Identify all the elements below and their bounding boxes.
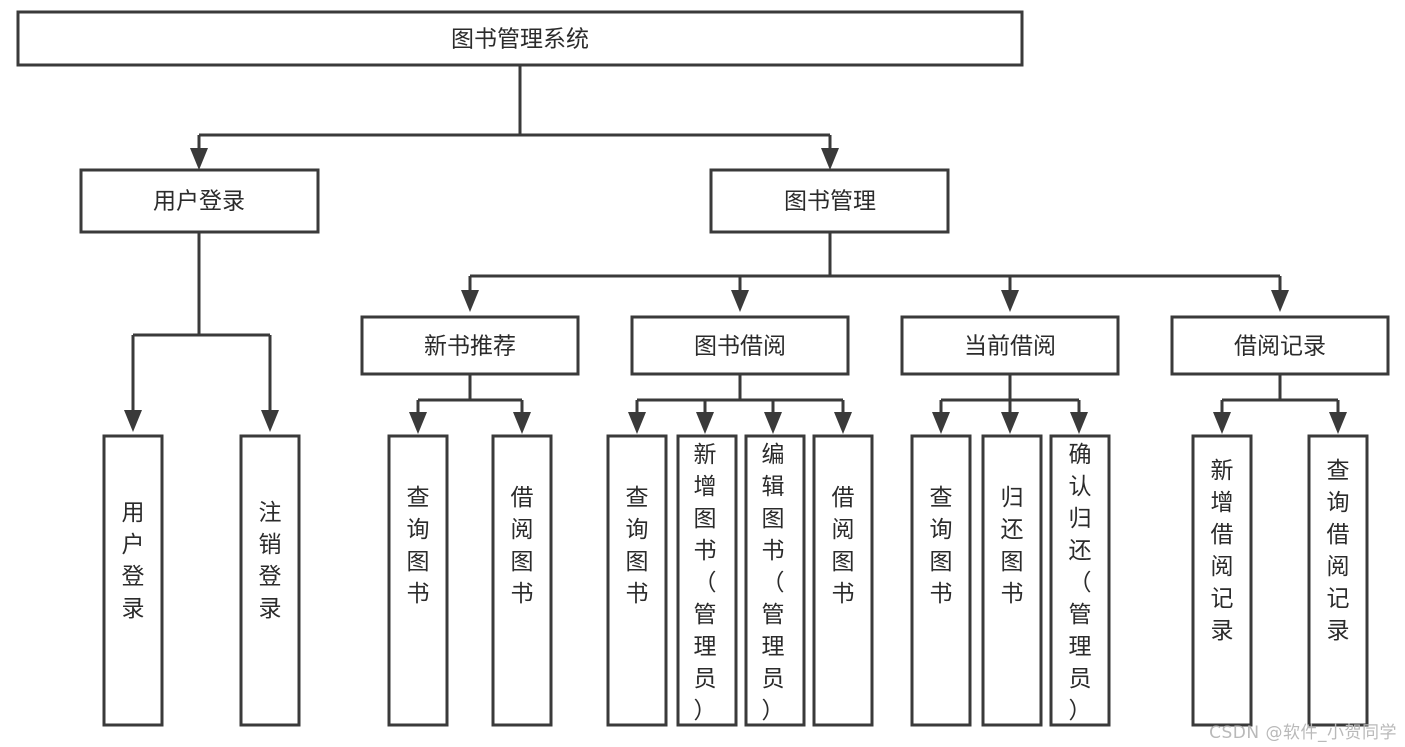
node-book-borrow[interactable]: 图书借阅 [630, 315, 850, 376]
leaf-bookborrow-query[interactable]: 查询图书 [606, 434, 668, 727]
leaf-bookborrow-add[interactable]: 新增图书（管理员） [676, 434, 738, 727]
leaf-borrowrecord-query[interactable]: 查询借阅记录 [1307, 434, 1369, 727]
leaf-currentborrow-return-label: 归还图书 [1001, 485, 1024, 607]
leaf-newbook-query-label: 查询图书 [407, 485, 430, 607]
node-book-management[interactable]: 图书管理 [709, 168, 950, 234]
leaf-bookborrow-borrow[interactable]: 借阅图书 [812, 434, 874, 727]
node-root-label: 图书管理系统 [451, 27, 589, 53]
leaf-borrowrecord-query-label: 查询借阅记录 [1327, 458, 1350, 644]
node-book-management-label: 图书管理 [784, 189, 876, 215]
node-user-login-label: 用户登录 [153, 189, 245, 215]
leaf-user-login-login[interactable]: 用户登录 [102, 434, 164, 727]
leaf-newbook-borrow[interactable]: 借阅图书 [491, 434, 553, 727]
leaf-borrowrecord-add[interactable]: 新增借阅记录 [1191, 434, 1253, 727]
leaf-currentborrow-confirm-label: 确认归还（管理员） [1069, 442, 1092, 724]
connector-currentborrow-to-leaves [932, 374, 1088, 434]
connector-bookmgmt-to-level3 [461, 232, 1289, 312]
leaf-bookborrow-edit-label: 编辑图书（管理员） [762, 442, 785, 724]
node-borrow-record[interactable]: 借阅记录 [1170, 315, 1390, 376]
node-user-login[interactable]: 用户登录 [79, 168, 320, 234]
leaf-bookborrow-query-label: 查询图书 [626, 485, 649, 607]
connector-userlogin-to-leaves [124, 232, 279, 432]
connector-root-to-level2 [190, 65, 839, 170]
connector-borrowrecord-to-leaves [1213, 374, 1347, 434]
connector-bookborrow-to-leaves [628, 374, 852, 434]
leaf-currentborrow-query-label: 查询图书 [930, 485, 953, 607]
node-new-book-recommend-label: 新书推荐 [424, 334, 516, 360]
leaf-bookborrow-add-label: 新增图书（管理员） [694, 442, 717, 724]
leaf-user-login-logout-label: 注销登录 [259, 500, 282, 622]
node-new-book-recommend[interactable]: 新书推荐 [360, 315, 580, 376]
leaf-bookborrow-borrow-label: 借阅图书 [832, 485, 855, 607]
leaf-newbook-borrow-label: 借阅图书 [511, 485, 534, 607]
connector-newbook-to-leaves [409, 374, 531, 434]
node-current-borrow[interactable]: 当前借阅 [900, 315, 1120, 376]
leaf-currentborrow-confirm[interactable]: 确认归还（管理员） [1049, 434, 1111, 727]
node-book-borrow-label: 图书借阅 [694, 334, 786, 360]
node-borrow-record-label: 借阅记录 [1234, 334, 1326, 360]
leaf-currentborrow-return[interactable]: 归还图书 [981, 434, 1043, 727]
leaf-newbook-query[interactable]: 查询图书 [387, 434, 449, 727]
leaf-currentborrow-query[interactable]: 查询图书 [910, 434, 972, 727]
leaf-borrowrecord-add-label: 新增借阅记录 [1211, 458, 1234, 644]
leaf-user-login-login-label: 用户登录 [122, 500, 145, 622]
leaf-bookborrow-edit[interactable]: 编辑图书（管理员） [744, 434, 806, 727]
node-root-system[interactable]: 图书管理系统 [16, 10, 1024, 67]
leaf-user-login-logout[interactable]: 注销登录 [239, 434, 301, 727]
node-current-borrow-label: 当前借阅 [964, 334, 1056, 360]
